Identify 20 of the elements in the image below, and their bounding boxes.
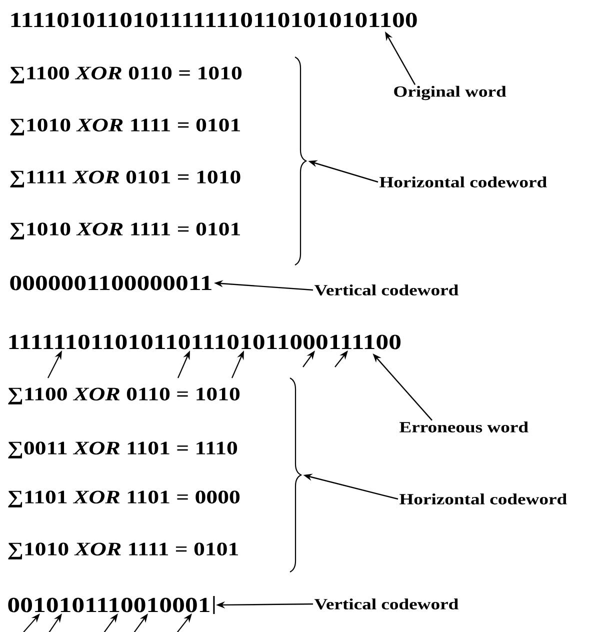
equation: ∑1010 XOR 1111 = 0101 <box>8 542 238 560</box>
equation: ∑1100 XOR 0110 = 1010 <box>10 66 242 84</box>
bit-string: 11111101101011011101011000111100 <box>9 334 401 350</box>
annotation-label: Erroneous word <box>400 422 528 432</box>
equation: ∑0011 XOR 1101 = 1110 <box>8 442 238 458</box>
annotation-label: Horizontal codeword <box>400 494 567 504</box>
annotation-label: Original word <box>394 86 506 100</box>
annotation-label: Vertical codeword <box>314 284 458 296</box>
annotation-label: Vertical codeword <box>314 598 458 610</box>
annotation-label: Horizontal codeword <box>380 176 547 188</box>
equation: ∑1101 XOR 1101 = 0000 <box>8 490 240 508</box>
curly-brace <box>290 378 302 572</box>
equation: ∑1111 XOR 0101 = 1010 <box>10 170 240 188</box>
bit-string: 0000001100000011 <box>10 276 212 290</box>
curly-brace <box>294 56 307 266</box>
bit-string: 0010101110010001 <box>8 598 210 612</box>
equation: ∑1010 XOR 1111 = 0101 <box>10 222 240 240</box>
equation: ∑1100 XOR 0110 = 1010 <box>8 388 240 404</box>
bit-string: 111101011010111111101101010101100 <box>11 12 417 28</box>
equation: ∑1010 XOR 1111 = 0101 <box>10 118 240 136</box>
